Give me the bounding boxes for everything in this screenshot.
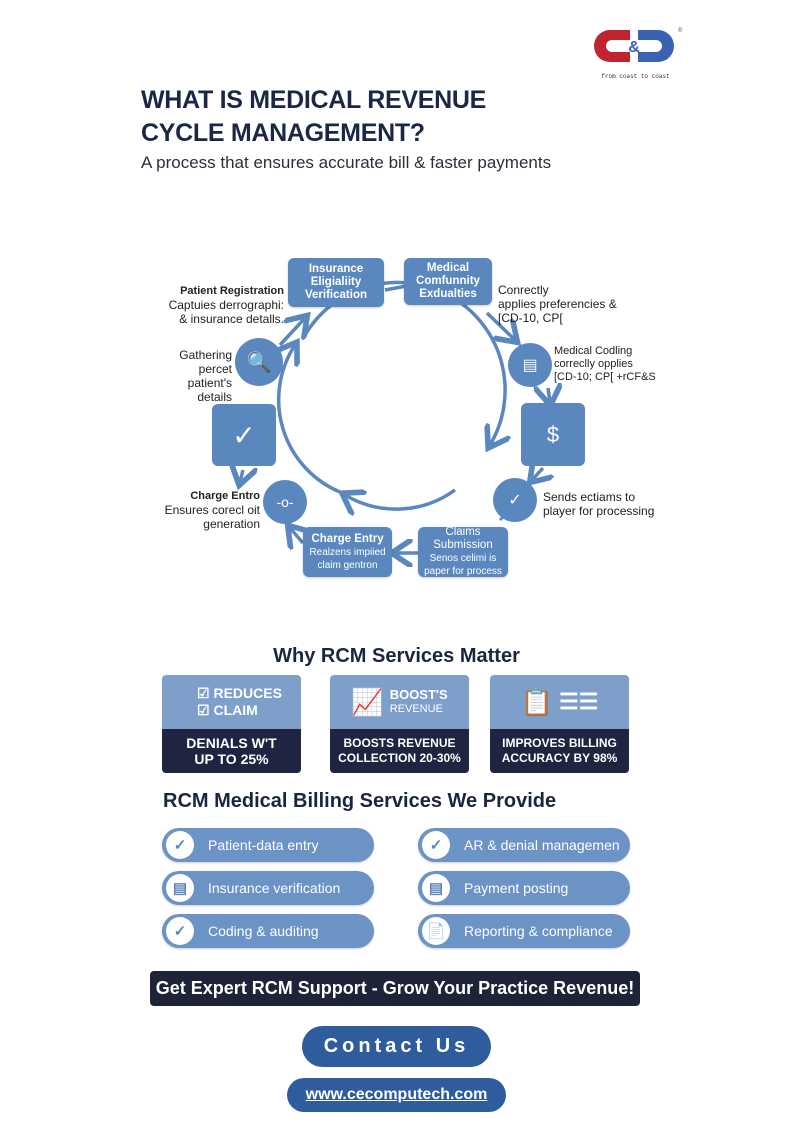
card-icon: ▤ xyxy=(422,874,450,902)
cash-icon: -o- xyxy=(263,480,307,524)
coding-form-icon: ▤ xyxy=(508,343,552,387)
report-icon: 📄 xyxy=(422,917,450,945)
growth-chart-icon: 📈 xyxy=(351,686,384,717)
logo-tagline: from coast to coast xyxy=(601,73,670,80)
card-icon: ▤ xyxy=(166,874,194,902)
clipboard-icon: 📋 xyxy=(520,686,553,717)
cycle-arrows xyxy=(0,0,793,620)
monitor-dollar-icon: $ xyxy=(521,403,585,466)
svg-text:®: ® xyxy=(678,27,683,34)
logo: & ® from coast to coast xyxy=(588,26,683,80)
check-icon: ✓ xyxy=(422,831,450,859)
service-reporting-compliance: 📄Reporting & compliance xyxy=(418,914,630,948)
service-insurance-verification: ▤Insurance verification xyxy=(162,871,374,905)
cta-banner: Get Expert RCM Support - Grow Your Pract… xyxy=(150,971,640,1006)
service-patient-data-entry: ✓Patient-data entry xyxy=(162,828,374,862)
website-link[interactable]: www.cecomputech.com xyxy=(287,1078,506,1112)
contact-us-button[interactable]: Contact Us xyxy=(302,1026,491,1067)
service-coding-auditing: ✓Coding & auditing xyxy=(162,914,374,948)
service-ar-denial: ✓AR & denial managemen xyxy=(418,828,630,862)
services-heading: RCM Medical Billing Services We Provide xyxy=(163,790,557,812)
check-icon: ✓ xyxy=(166,831,194,859)
svg-text:&: & xyxy=(628,39,640,56)
service-payment-posting: ▤Payment posting xyxy=(418,871,630,905)
check-icon: ✓ xyxy=(166,917,194,945)
coins-icon: ☰☰ xyxy=(558,689,599,714)
verify-search-icon: ✓ xyxy=(212,404,276,466)
patient-search-icon: 🔍 xyxy=(235,338,283,386)
page-subtitle: A process that ensures accurate bill & f… xyxy=(141,153,552,172)
why-heading: Why RCM Services Matter xyxy=(273,645,520,667)
coins-check-icon: ✓ xyxy=(493,478,537,522)
